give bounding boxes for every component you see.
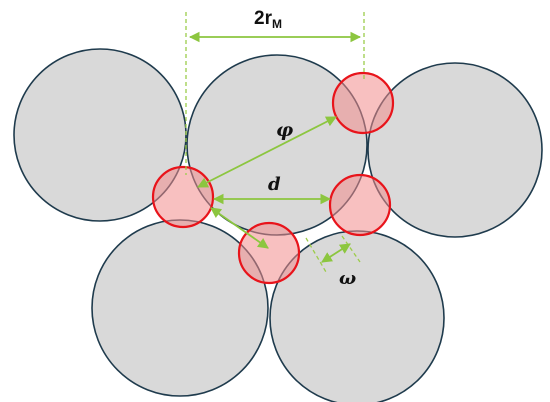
pore-left: [151, 165, 215, 229]
d-label: d: [268, 174, 281, 195]
labels: 2rM φ d ω: [254, 8, 356, 289]
pore-top-right: [331, 71, 395, 135]
omega-label: ω: [339, 268, 356, 289]
pore-bottom: [237, 221, 301, 285]
two-r-subscript: M: [272, 17, 282, 31]
particle-top-right: [367, 62, 543, 238]
pore-right: [328, 173, 392, 237]
guide-omega-b: [341, 235, 361, 263]
omega-arrow: [321, 243, 351, 263]
dimension-arrows: [188, 31, 362, 263]
phi-label: φ: [276, 119, 293, 141]
two-r-label: 2rM: [254, 8, 282, 31]
pore-diagonal-arrow: [210, 207, 269, 249]
guide-lines: [185, 12, 365, 273]
phi-arrow: [197, 116, 337, 188]
two-r-main: 2r: [254, 8, 273, 29]
